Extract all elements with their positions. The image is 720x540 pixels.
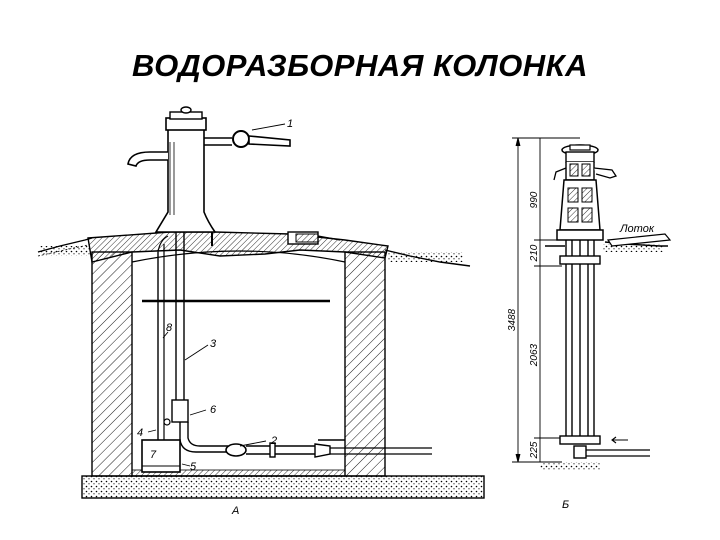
caption-a: А [231,505,239,517]
ground-b [540,233,672,470]
label-5: 5 [190,461,197,473]
drain-box-7 [141,439,181,473]
well-wall-right [344,251,386,477]
label-8: 8 [166,322,173,334]
dimension-lines [512,137,580,463]
diagram-a [37,106,485,499]
valve-6 [171,399,189,423]
spout-a [127,151,168,167]
page-title: ВОДОРАЗБОРНАЯ КОЛОНКА [131,48,589,83]
ground-left [37,237,93,257]
riser-pipes-b [559,240,650,459]
diagram-b [512,137,672,470]
ground-right [384,249,471,267]
label-2: 2 [270,435,277,447]
dim-990: 990 [529,191,540,208]
label-7: 7 [150,449,157,461]
riser-pipes [157,232,185,440]
tray-label: Лоток [619,223,655,235]
supply-pipe [179,422,432,458]
dim-225: 225 [529,441,540,459]
well-cover-slab [87,231,389,263]
dim-3488: 3488 [507,308,518,331]
label-3: 3 [210,338,217,350]
slab-nozzle [287,231,341,245]
well-wall-left [91,251,133,477]
caption-b: Б [562,499,569,511]
column-body-a [154,106,217,233]
well-bottom-slab [81,475,485,499]
dim-2063: 2063 [529,343,540,367]
label-4: 4 [137,427,143,439]
label-6: 6 [210,404,217,416]
label-1: 1 [287,118,293,130]
dim-210: 210 [529,244,540,262]
handle-a[interactable] [204,130,291,148]
column-head-b [553,144,618,241]
